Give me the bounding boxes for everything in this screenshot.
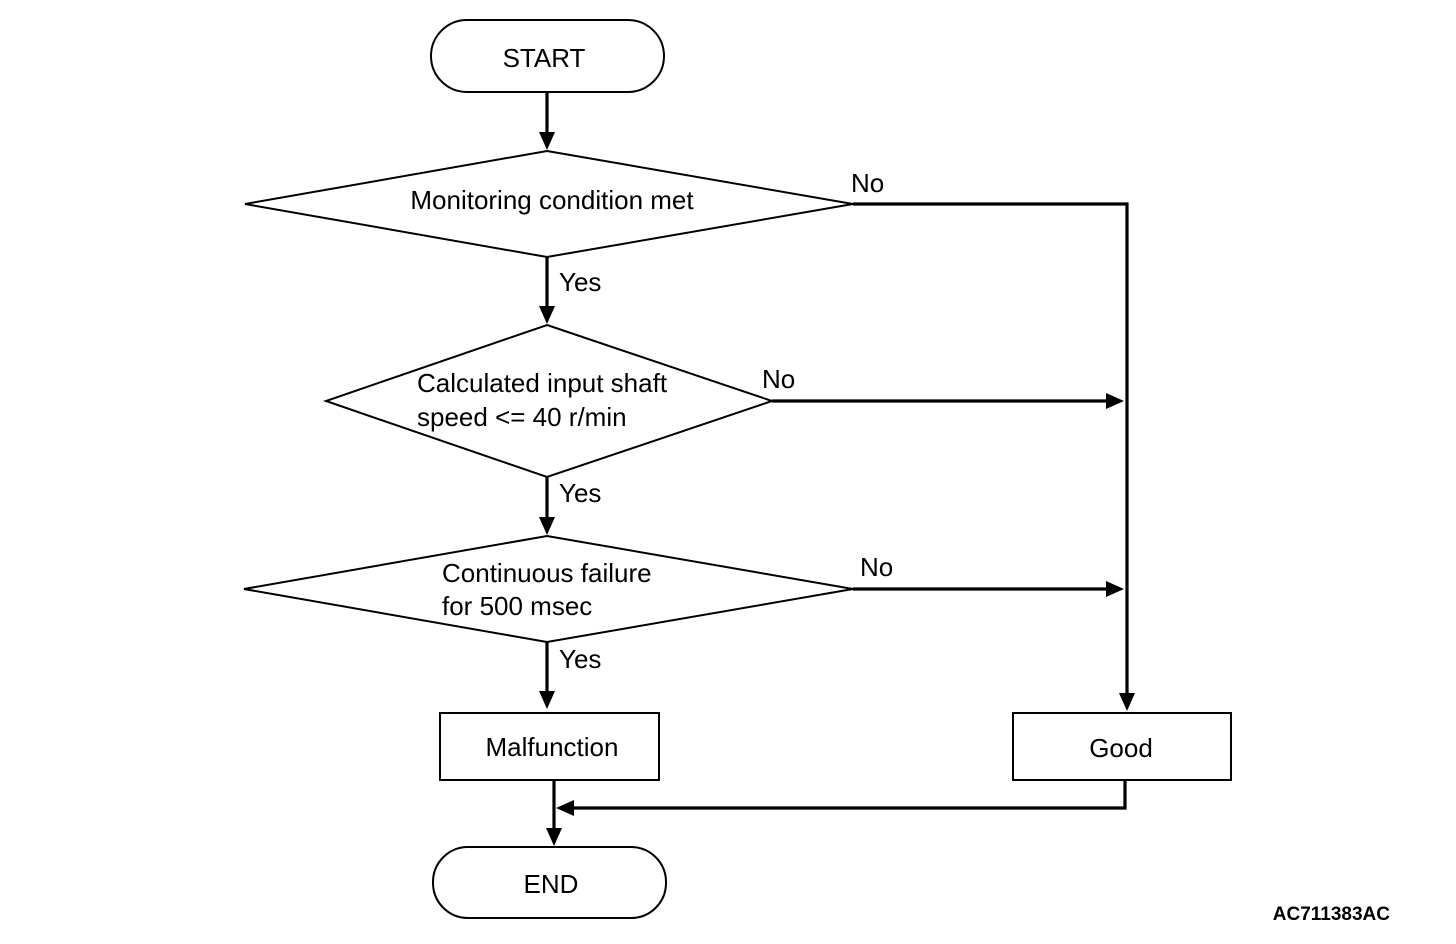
connector-decision-2-yes: Yes [539, 477, 601, 535]
connector-decision-2-no: No [762, 364, 1124, 409]
decision-monitoring-condition: Monitoring condition met [244, 149, 854, 259]
connector-decision-1-yes: Yes [539, 257, 601, 324]
decision-3-no-label: No [860, 552, 893, 582]
result-good-label: Good [1089, 733, 1153, 763]
decision-3-yes-label: Yes [559, 644, 601, 674]
decision-continuous-failure: Continuous failure for 500 msec [243, 534, 854, 644]
decision-input-shaft-speed: Calculated input shaft speed <= 40 r/min [322, 323, 776, 479]
start-label: START [503, 43, 586, 73]
start-terminal: START [430, 19, 665, 93]
decision-1-no-label: No [851, 168, 884, 198]
connector-decision-1-no: No [851, 168, 1135, 711]
end-label: END [524, 869, 579, 899]
decision-2-label-line-2: speed <= 40 r/min [417, 402, 627, 432]
connector-good-to-end [556, 780, 1127, 816]
decision-1-yes-label: Yes [559, 267, 601, 297]
connector-decision-3-no: No [853, 552, 1124, 597]
end-terminal: END [432, 846, 667, 919]
decision-3-label-line-2: for 500 msec [442, 591, 592, 621]
result-good-box: Good [1012, 712, 1232, 781]
connector-start-to-decision-1 [539, 92, 555, 150]
decision-2-yes-label: Yes [559, 478, 601, 508]
decision-3-label-line-1: Continuous failure [442, 558, 652, 588]
reference-code: AC711383AC [1273, 904, 1391, 925]
result-malfunction-label: Malfunction [486, 732, 619, 762]
decision-2-no-label: No [762, 364, 795, 394]
decision-2-label-line-1: Calculated input shaft [417, 368, 668, 398]
decision-1-label: Monitoring condition met [410, 185, 694, 215]
connector-decision-3-yes: Yes [539, 642, 601, 709]
connector-malfunction-to-end [546, 780, 562, 846]
result-malfunction-box: Malfunction [439, 712, 660, 781]
